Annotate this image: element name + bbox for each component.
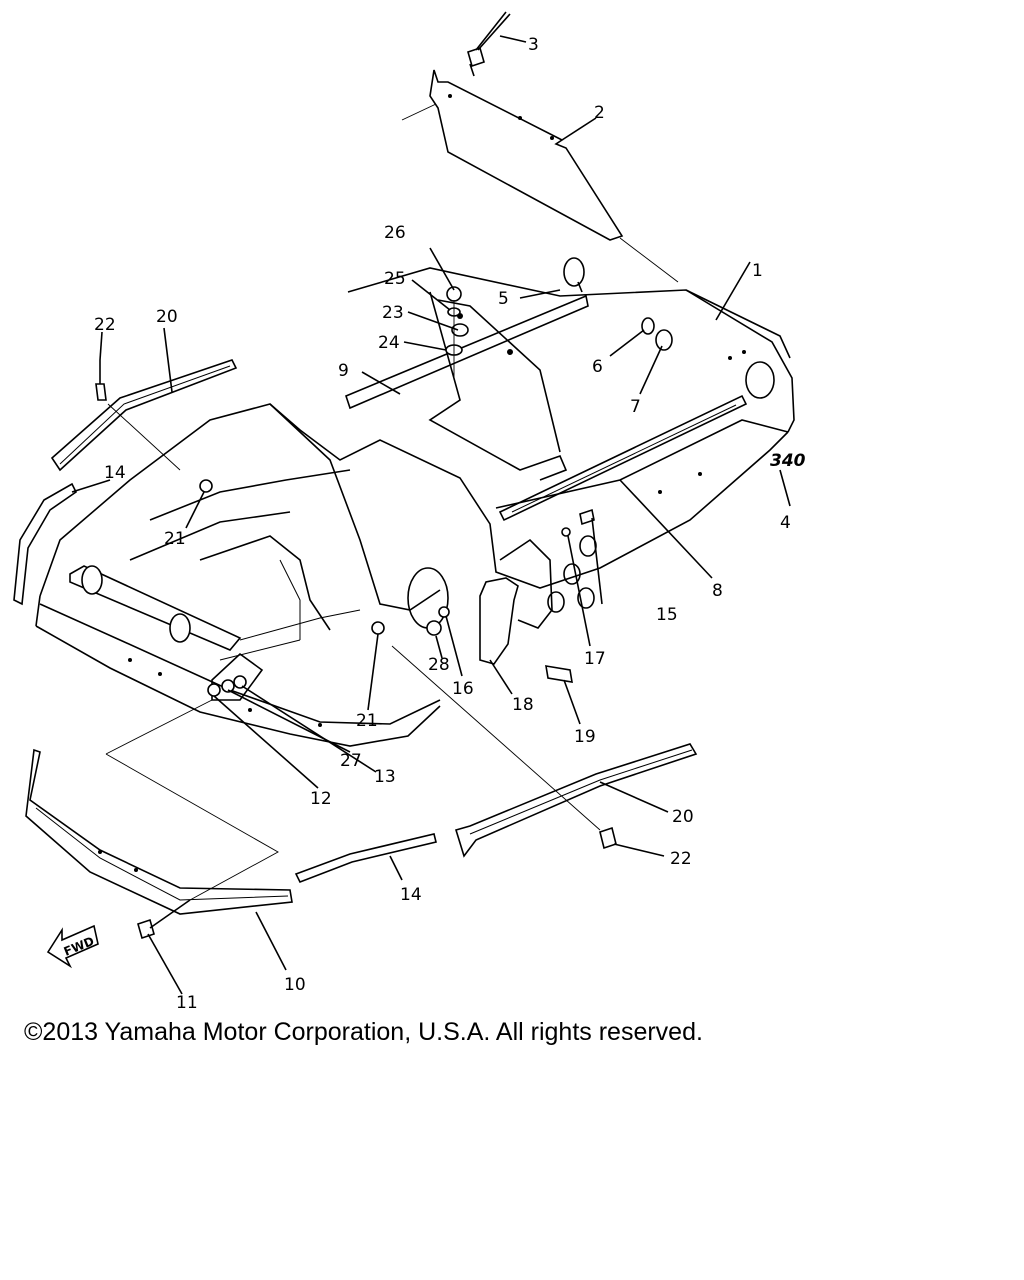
callout-21-right: 21 — [356, 711, 378, 731]
callout-23: 23 — [382, 303, 404, 323]
callout-5: 5 — [498, 289, 509, 309]
part-3-pin — [467, 11, 511, 77]
callout-21-left: 21 — [164, 529, 186, 549]
callout-15: 15 — [656, 605, 678, 625]
callout-25: 25 — [384, 269, 406, 289]
callout-28: 28 — [428, 655, 450, 675]
callout-7: 7 — [630, 397, 641, 417]
part-14-right-strip — [294, 833, 437, 884]
callout-12: 12 — [310, 789, 332, 809]
callout-14-left: 14 — [104, 463, 126, 483]
callout-16: 16 — [452, 679, 474, 699]
callout-labels: 1 2 3 4 5 6 7 8 9 10 11 12 13 14 14 15 1… — [94, 35, 791, 1010]
frame-body — [35, 267, 795, 747]
callout-9: 9 — [338, 361, 349, 381]
part-4-decal: 340 — [770, 451, 806, 507]
part-5-6-7 — [563, 257, 673, 351]
callout-2: 2 — [594, 103, 605, 123]
callout-11: 11 — [176, 993, 198, 1010]
callout-26: 26 — [384, 223, 406, 243]
callout-19: 19 — [574, 727, 596, 747]
callout-10: 10 — [284, 975, 306, 995]
callout-1: 1 — [752, 261, 763, 281]
callout-18: 18 — [512, 695, 534, 715]
callout-17: 17 — [584, 649, 606, 669]
bolts-15-17-19 — [545, 508, 595, 683]
part-9-strip — [345, 294, 589, 410]
callout-24: 24 — [378, 333, 400, 353]
callout-27: 27 — [340, 751, 362, 771]
callout-8: 8 — [712, 581, 723, 601]
part-14-left-strip — [13, 482, 78, 606]
callout-20-left: 20 — [156, 307, 178, 327]
callout-6: 6 — [592, 357, 603, 377]
part-20-left-runner — [50, 359, 238, 472]
part-23-26-stack — [445, 286, 469, 380]
copyright-notice: ©2013 Yamaha Motor Corporation, U.S.A. A… — [24, 1018, 703, 1046]
part-10-bumper — [25, 699, 293, 940]
callout-22-right: 22 — [670, 849, 692, 869]
callout-20-right: 20 — [672, 807, 694, 827]
callout-14-right: 14 — [400, 885, 422, 905]
decal-text: 340 — [770, 451, 806, 471]
parts-diagram: 340 1 2 — [13, 11, 806, 1010]
fwd-arrow-icon: FWD — [46, 924, 99, 969]
part-2-panel — [401, 69, 679, 283]
leader-lines — [71, 35, 751, 995]
callout-22-left: 22 — [94, 315, 116, 335]
part-20-right-runner — [391, 645, 698, 858]
callout-3: 3 — [528, 35, 539, 55]
callout-4: 4 — [780, 513, 791, 533]
callout-13: 13 — [374, 767, 396, 787]
